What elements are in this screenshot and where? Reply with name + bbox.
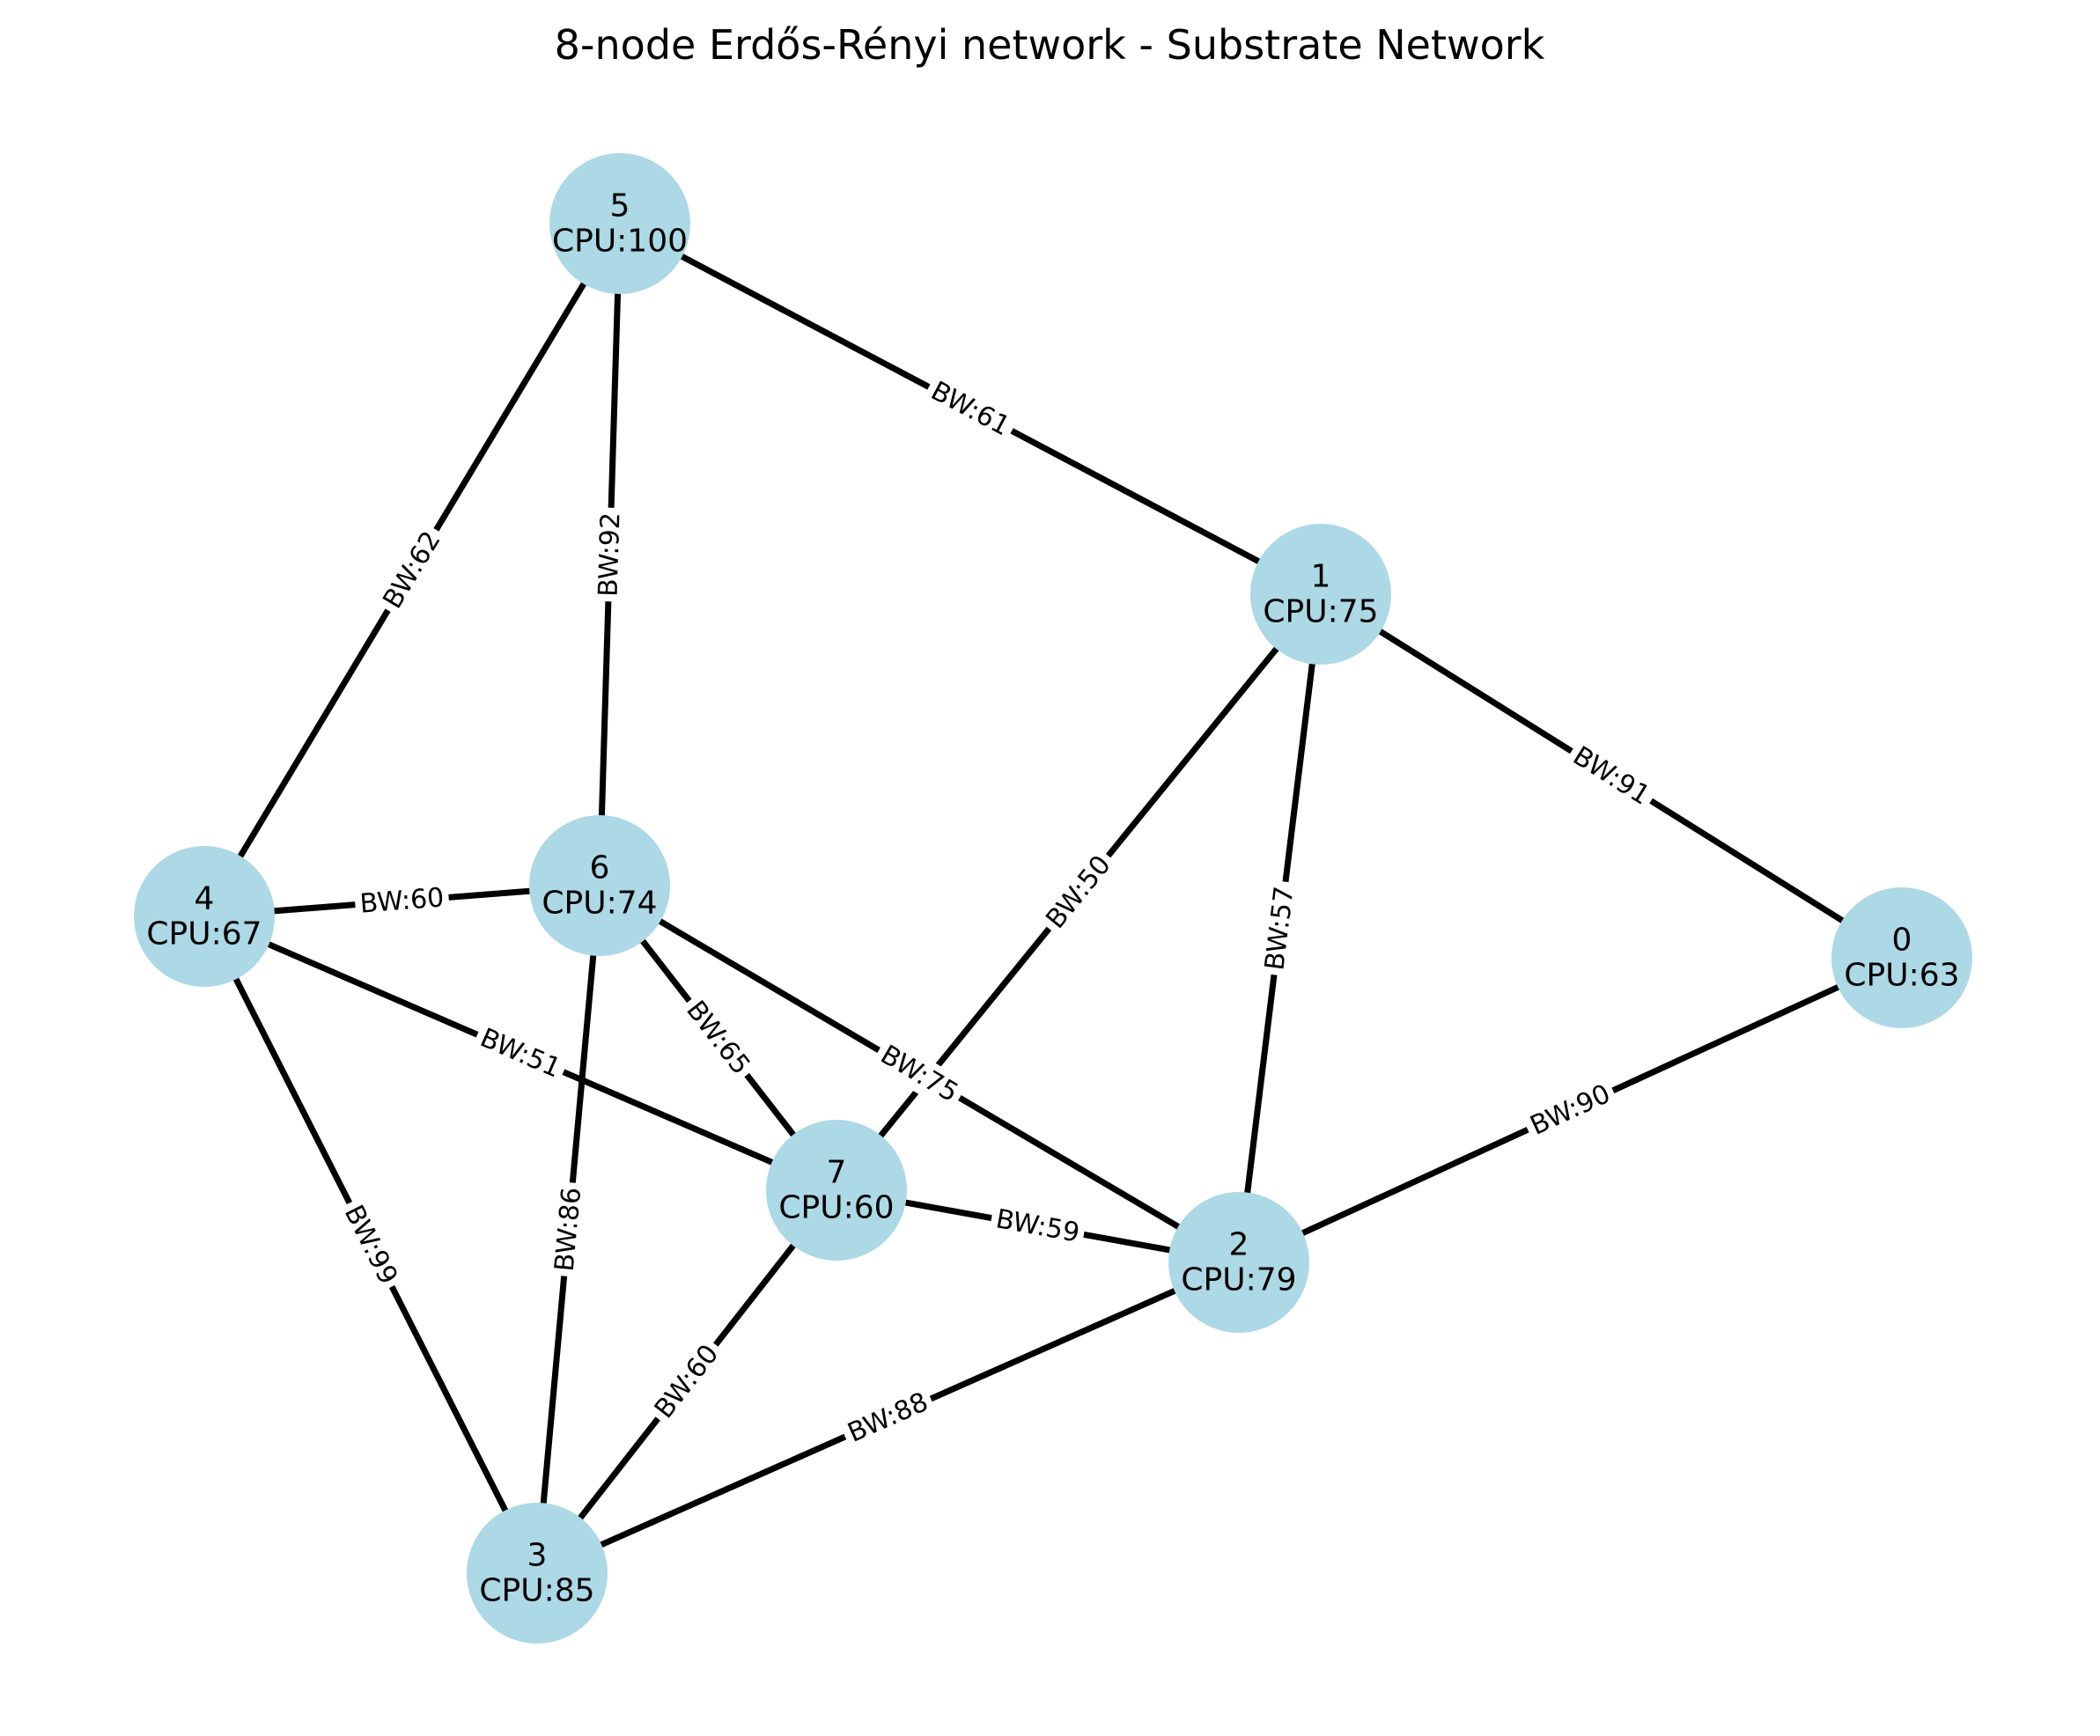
node-circle <box>766 1120 907 1261</box>
edge-label-background <box>1562 736 1661 816</box>
edge-label-2-3: BW:88 <box>837 1382 939 1453</box>
node-circle <box>1831 887 1972 1028</box>
edge-label-5-1: BW:61 <box>920 371 1021 447</box>
node-id-label: 0 <box>1892 923 1912 959</box>
edge-label-background <box>546 1181 591 1278</box>
edge-bandwidth-label: BW:61 <box>926 376 1015 443</box>
edge-bandwidth-label: BW:88 <box>844 1387 933 1449</box>
node-id-label: 5 <box>610 188 630 224</box>
edge-bandwidth-label: BW:86 <box>549 1186 588 1272</box>
edge-label-background <box>334 1195 408 1295</box>
edge-bandwidth-label: BW:65 <box>680 995 755 1080</box>
edge-bandwidth-label: BW:50 <box>1040 850 1117 934</box>
edge-label-7-3: BW:60 <box>644 1334 730 1430</box>
diagram-title: 8-node Erdős-Rényi network - Substrate N… <box>555 21 1545 69</box>
node-id-label: 2 <box>1229 1227 1249 1263</box>
node-id-label: 7 <box>827 1155 847 1191</box>
edge-label-5-6: BW:92 <box>590 507 630 602</box>
edge-label-background <box>920 371 1021 447</box>
edge-bandwidth-label: BW:51 <box>475 1022 565 1084</box>
edge-bandwidth-label: BW:60 <box>649 1339 726 1424</box>
edge-label-background <box>644 1334 730 1430</box>
edge-label-5-4: BW:62 <box>372 520 452 620</box>
edge-label-background <box>869 1034 969 1114</box>
edge-label-background <box>353 879 451 923</box>
edge-label-background <box>988 1200 1087 1253</box>
edge-label-4-7: BW:51 <box>470 1018 571 1089</box>
edge-label-4-3: BW:99 <box>334 1195 408 1295</box>
edge-label-background <box>470 1018 571 1089</box>
edge-label-0-2: BW:90 <box>1520 1074 1621 1146</box>
edge-bandwidth-label: BW:92 <box>593 512 627 598</box>
edge-label-1-2: BW:57 <box>1256 879 1303 977</box>
edge-label-1-0: BW:91 <box>1562 736 1661 816</box>
node-cpu-label: CPU:60 <box>778 1190 894 1226</box>
node-id-label: 1 <box>1311 559 1331 595</box>
edge-bandwidth-label: BW:90 <box>1526 1078 1616 1142</box>
node-circle <box>1250 524 1391 665</box>
node-cpu-label: CPU:79 <box>1181 1262 1296 1298</box>
node-cpu-label: CPU:67 <box>146 916 262 953</box>
edge-label-7-2: BW:59 <box>988 1200 1087 1253</box>
node-cpu-label: CPU:75 <box>1263 594 1378 630</box>
edge-label-6-3: BW:86 <box>546 1181 591 1278</box>
nodes-layer: 0CPU:631CPU:752CPU:793CPU:854CPU:675CPU:… <box>134 153 1972 1644</box>
edge-label-1-7: BW:50 <box>1035 844 1123 940</box>
node-circle <box>1168 1192 1309 1333</box>
edge-label-background <box>837 1382 939 1453</box>
edge-label-4-6: BW:60 <box>353 879 451 923</box>
edge-bandwidth-label: BW:99 <box>338 1200 403 1289</box>
node-id-label: 4 <box>195 881 215 917</box>
node-id-label: 6 <box>590 850 610 886</box>
node-cpu-label: CPU:85 <box>479 1573 594 1609</box>
edge-label-background <box>675 989 761 1086</box>
edge-label-background <box>372 520 452 620</box>
edge-bandwidth-label: BW:60 <box>358 882 445 919</box>
node-id-label: 3 <box>527 1538 548 1574</box>
node-circle <box>549 153 690 294</box>
node-circle <box>134 846 275 987</box>
node-circle <box>529 815 670 956</box>
edge-label-6-7: BW:65 <box>675 989 761 1086</box>
edge-label-background <box>1520 1074 1621 1146</box>
edge-label-background <box>1256 879 1303 977</box>
edge-bandwidth-label: BW:57 <box>1259 885 1300 972</box>
edge-label-background <box>1035 844 1123 940</box>
node-cpu-label: CPU:63 <box>1844 958 1959 994</box>
node-circle <box>467 1503 608 1644</box>
node-cpu-label: CPU:74 <box>542 886 657 922</box>
node-cpu-label: CPU:100 <box>552 224 688 260</box>
edge-label-background <box>590 507 630 602</box>
